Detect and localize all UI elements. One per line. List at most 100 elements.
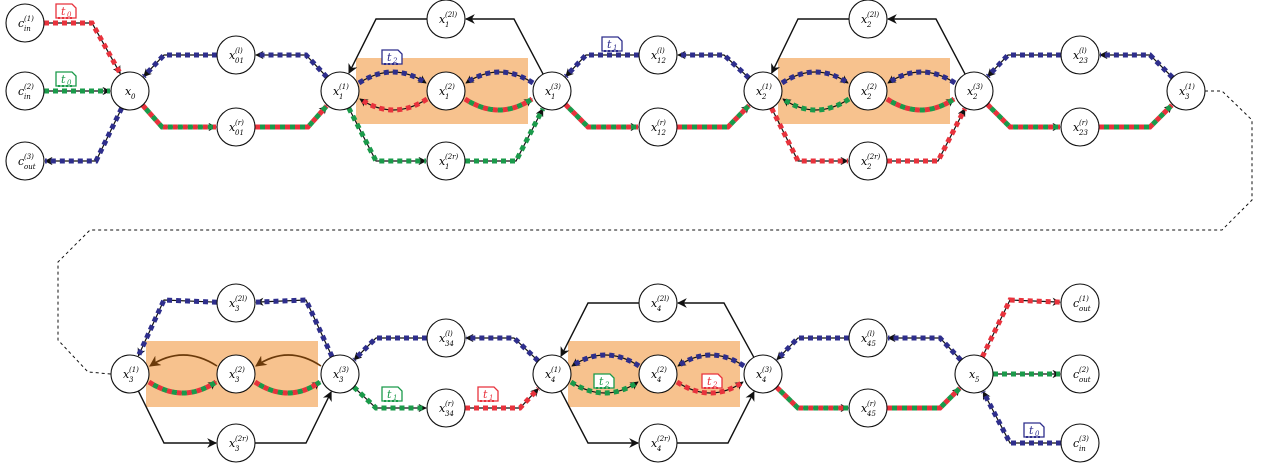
edge-x45r-x5-fill-a <box>887 386 962 411</box>
node-label-sub: 34 <box>445 340 454 348</box>
edge-x32-x33-bot-fa <box>253 379 322 396</box>
node-label-sub: 4 <box>550 376 555 384</box>
node-label-sup: (3) <box>1079 435 1089 443</box>
node-label-sup: (2l) <box>445 11 457 19</box>
edge-x12-x11-bot-fill <box>358 96 429 113</box>
node-label-sup: (2r) <box>657 435 671 443</box>
node-label-main: x <box>439 402 446 415</box>
edge-x12-x13-bot-fa <box>463 96 534 113</box>
train-icon <box>381 386 403 402</box>
node-x34_r: x(r)34 <box>426 388 466 428</box>
node-circle <box>532 71 572 111</box>
train-label-sub: 0 <box>67 11 72 19</box>
node-label-main: x <box>651 121 658 134</box>
node-label-sup: (2l) <box>657 295 669 303</box>
node-label-sub: in <box>1079 445 1086 453</box>
edge-x32-x31 <box>149 354 218 367</box>
node-circle <box>638 354 678 394</box>
node-circle <box>1060 354 1100 394</box>
node-label-main: x <box>651 297 658 310</box>
train-label-text: t <box>1029 424 1034 437</box>
node-label-main: x <box>1073 121 1080 134</box>
node-label-sup: (2) <box>445 83 455 91</box>
node-label-sup: (r) <box>235 119 244 127</box>
node-label-sub: 3 <box>235 445 240 453</box>
node-label-sup: (2l) <box>867 11 879 19</box>
edge-x45l-x43 <box>776 337 849 361</box>
node-circle <box>954 71 994 111</box>
node-label-sub: 4 <box>761 376 766 384</box>
node-c_in2: c(2)in <box>5 71 45 111</box>
node-circle <box>532 354 572 394</box>
node-x23_r: x(r) 23 <box>1060 107 1100 147</box>
edge-x5-x45l-fill <box>888 335 963 362</box>
node-circle <box>638 283 678 323</box>
node-label-sub: 2 <box>866 163 872 171</box>
node-circle <box>848 388 888 428</box>
node-label-sub: 5 <box>975 376 980 384</box>
node-label-sub: 3 <box>129 376 134 384</box>
node-x12: x(2)1 <box>426 71 466 111</box>
train-icon <box>477 386 499 402</box>
edge-x34r-x41-fill <box>465 386 541 411</box>
node-circle <box>1060 107 1100 147</box>
train-icon <box>381 49 403 65</box>
edge-x0-cout3-fill <box>45 106 124 164</box>
edge-x23-x23r-fill-b <box>985 102 1060 130</box>
edge-x32-x33-bot-fb <box>253 379 322 396</box>
edge-x31-x32-bot-fb <box>147 379 218 396</box>
node-x23_l: x(l)23 <box>1060 35 1100 75</box>
node-circle <box>216 423 256 463</box>
node-label-sub: in <box>24 25 31 33</box>
node-label-main: x <box>229 437 236 450</box>
node-label-main: x <box>125 85 132 98</box>
edge-cin3-x5-fill <box>981 390 1061 446</box>
node-label-sup: (1) <box>129 366 139 374</box>
node-label-sup: (l) <box>1079 47 1087 55</box>
node-label-sub: 23 <box>1078 129 1088 137</box>
node-circle <box>426 318 466 358</box>
node-label-sup: (1) <box>551 366 561 374</box>
node-label-sub: 34 <box>445 410 454 418</box>
node-circle <box>426 388 466 428</box>
node-label-sup: (2l) <box>235 295 247 303</box>
edge-x31-x32r <box>137 390 217 448</box>
train-label-text: t <box>387 388 392 401</box>
edge-x23l-x23-fill <box>985 52 1061 79</box>
node-circle <box>426 0 466 39</box>
edge-x23-x22-top-fill <box>886 69 957 86</box>
node-circle <box>5 141 45 181</box>
node-label-sub: in <box>24 93 31 101</box>
node-x42l: x(2l)4 <box>638 283 678 323</box>
node-label-sub: 12 <box>657 129 666 137</box>
node-label-main: c <box>1073 297 1079 310</box>
train-label-sub: 1 <box>393 394 397 402</box>
node-x45_l: x(l)45 <box>848 318 888 358</box>
node-circle <box>1060 283 1100 323</box>
edge-x42-x43-bot-fill <box>675 379 745 396</box>
train-icon <box>593 373 615 389</box>
train-icon <box>1023 422 1045 438</box>
edge-x23-x23r-fill-a <box>985 102 1060 130</box>
node-label-main: x <box>229 121 236 134</box>
node-label-sub: 1 <box>445 163 449 171</box>
train-label-text: t <box>483 388 488 401</box>
node-label-sup: (r) <box>1079 119 1088 127</box>
node-label-sub: out <box>24 163 36 171</box>
node-x11: x(1)1 <box>320 71 360 111</box>
edge-x21-x22r-fill <box>769 106 848 164</box>
edge-x23-x22l <box>887 14 966 75</box>
node-circle <box>954 354 994 394</box>
edge-x5-x45l <box>887 333 962 361</box>
node-label-sub: 3 <box>339 376 344 384</box>
node-x45_r: x(r)45 <box>848 388 888 428</box>
